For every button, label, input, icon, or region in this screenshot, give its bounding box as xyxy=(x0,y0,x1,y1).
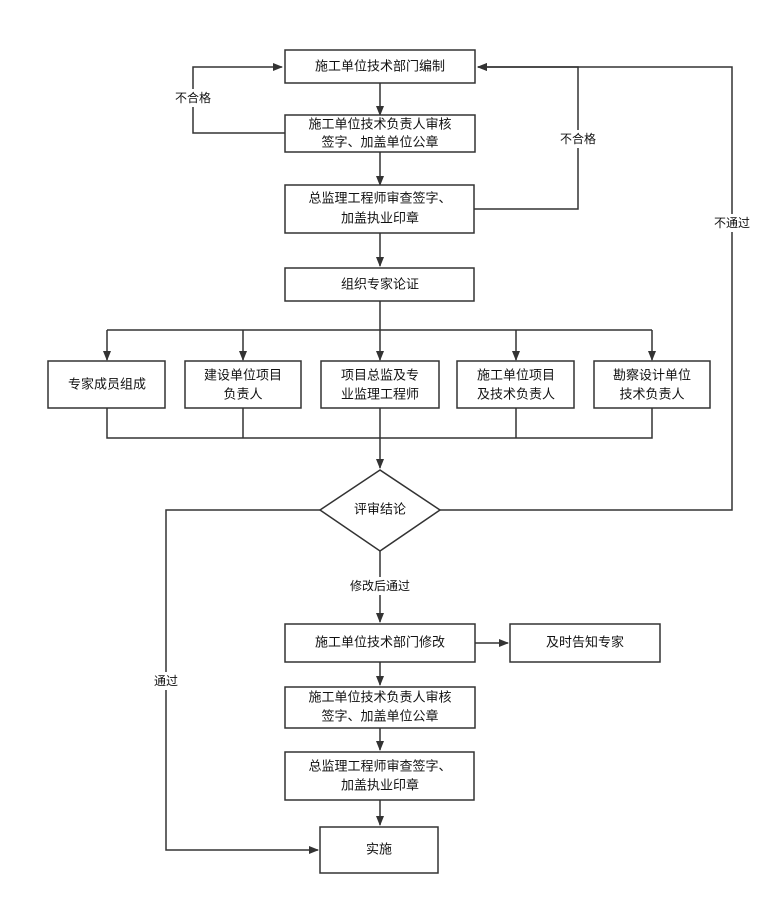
node-review1-line2: 签字、加盖单位公章 xyxy=(321,135,438,151)
node-p2-line2: 负责人 xyxy=(223,388,262,403)
node-notify-label: 及时告知专家 xyxy=(546,635,624,651)
node-p4: 施工单位项目 及技术负责人 xyxy=(456,360,575,409)
node-chief2-line1: 总监理工程师审查签字、 xyxy=(308,759,451,775)
node-chief1-line2: 加盖执业印章 xyxy=(341,211,419,227)
node-p5-line2: 技术负责人 xyxy=(619,388,684,403)
node-p3: 项目总监及专 业监理工程师 xyxy=(320,360,440,409)
node-chief2-line2: 加盖执业印章 xyxy=(341,778,419,794)
label-not-pass: 不通过 xyxy=(714,216,750,230)
node-review1-line1: 施工单位技术负责人审核 xyxy=(308,118,451,133)
node-expert-demo: 组织专家论证 xyxy=(284,267,475,302)
node-compile-label: 施工单位技术部门编制 xyxy=(315,60,445,75)
node-conclusion: 评审结论 xyxy=(318,469,442,552)
node-p1: 专家成员组成 xyxy=(47,360,166,409)
node-p5-line1: 勘察设计单位 xyxy=(613,369,691,384)
node-modify: 施工单位技术部门修改 xyxy=(284,623,476,663)
node-p1-label: 专家成员组成 xyxy=(68,377,146,393)
node-implement: 实施 xyxy=(319,826,439,874)
node-review2: 施工单位技术负责人审核 签字、加盖单位公章 xyxy=(284,686,476,729)
node-review2-line1: 施工单位技术负责人审核 xyxy=(308,691,451,706)
node-p5: 勘察设计单位 技术负责人 xyxy=(593,360,711,409)
node-conclusion-label: 评审结论 xyxy=(354,503,406,518)
node-notify: 及时告知专家 xyxy=(509,623,661,663)
node-p2: 建设单位项目 负责人 xyxy=(184,360,302,409)
edge-not-pass-loop xyxy=(440,63,733,511)
node-chief2: 总监理工程师审查签字、 加盖执业印章 xyxy=(284,751,475,801)
edge-labels: 不合格 不合格 不通过 通过 修改后通过 xyxy=(146,89,757,690)
node-chief1: 总监理工程师审查签字、 加盖执业印章 xyxy=(284,184,475,234)
node-implement-label: 实施 xyxy=(366,843,392,858)
label-pass-after-modify: 修改后通过 xyxy=(350,578,410,593)
node-expert-demo-label: 组织专家论证 xyxy=(341,277,419,293)
node-chief1-line1: 总监理工程师审查签字、 xyxy=(308,191,451,207)
node-p4-line2: 及技术负责人 xyxy=(477,388,555,403)
node-p4-line1: 施工单位项目 xyxy=(477,369,555,384)
node-p2-line1: 建设单位项目 xyxy=(204,369,282,384)
node-review2-line2: 签字、加盖单位公章 xyxy=(321,709,438,725)
node-review1: 施工单位技术负责人审核 签字、加盖单位公章 xyxy=(284,114,476,153)
node-modify-label: 施工单位技术部门修改 xyxy=(315,636,445,651)
label-fail1: 不合格 xyxy=(175,90,211,105)
label-fail2: 不合格 xyxy=(560,131,596,146)
node-p3-line1: 项目总监及专 xyxy=(341,369,419,384)
node-compile: 施工单位技术部门编制 xyxy=(284,49,476,84)
node-p3-line2: 业监理工程师 xyxy=(341,388,419,403)
label-pass: 通过 xyxy=(154,674,178,688)
